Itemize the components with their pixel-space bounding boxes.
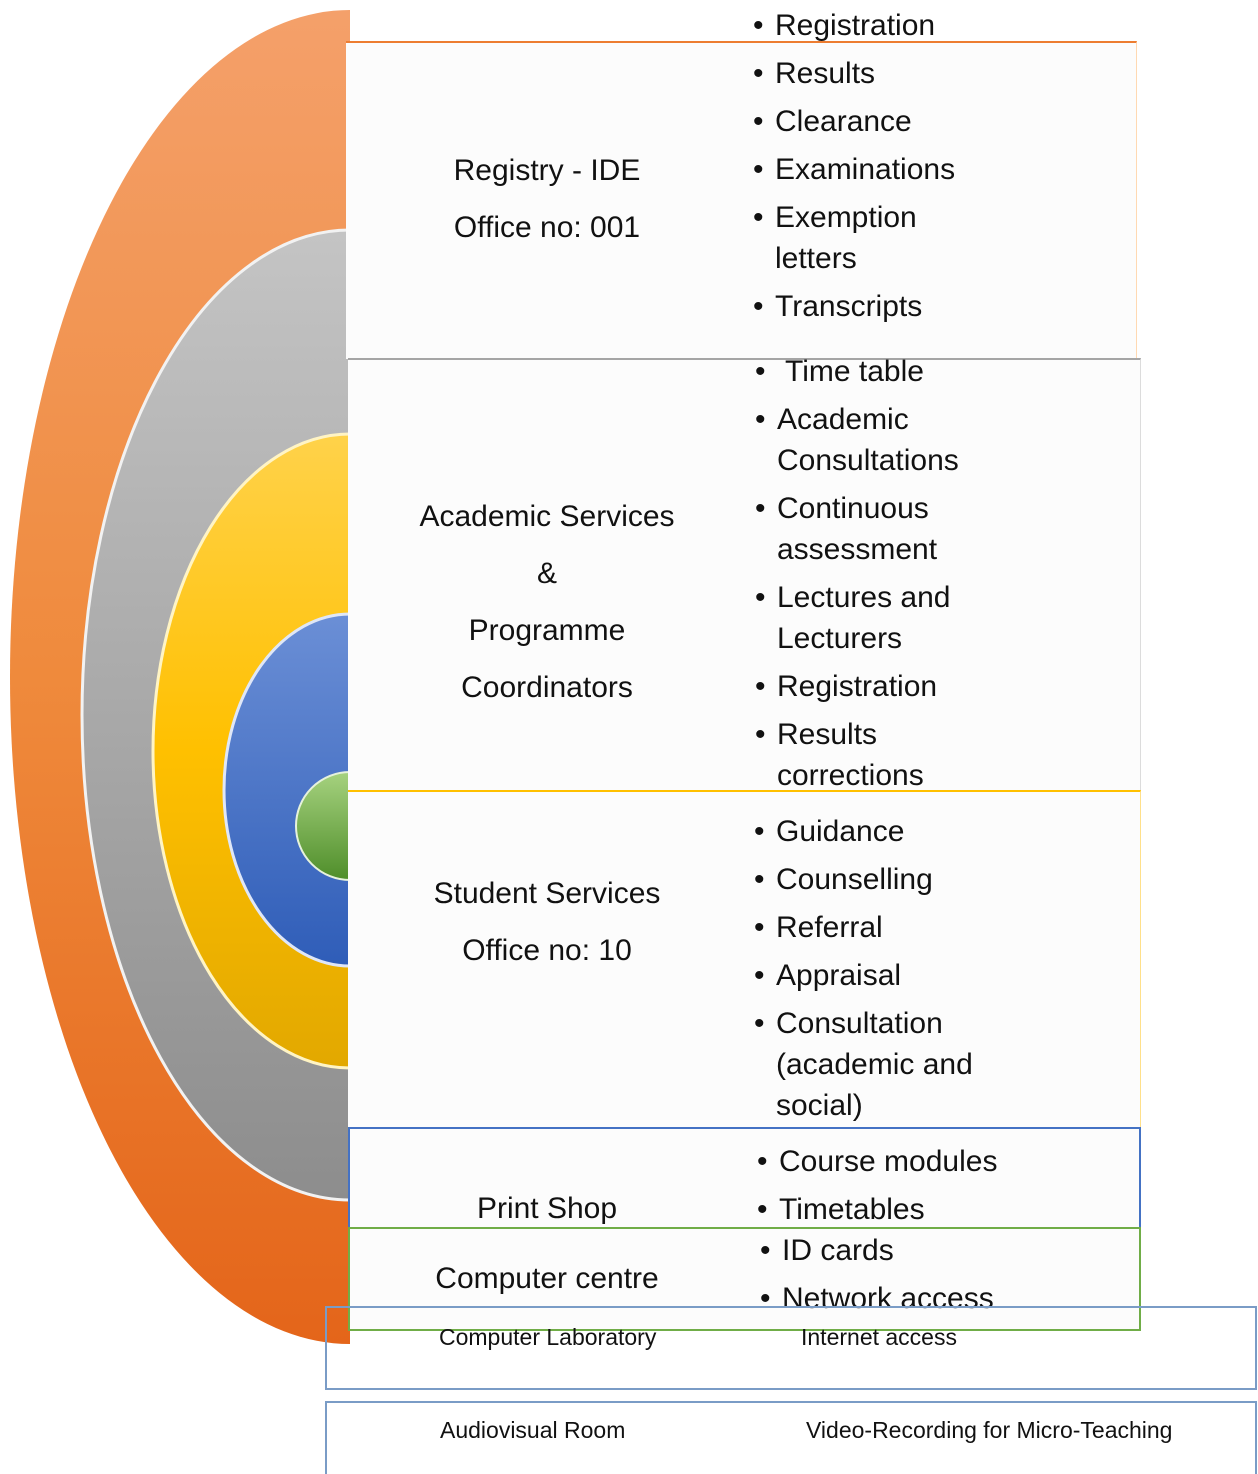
computer-centre-list: ID cards Network access: [760, 1230, 1060, 1326]
list-item: Transcripts: [753, 286, 1053, 327]
computer-centre-title: Computer centre: [347, 1250, 747, 1307]
student-services-box: [348, 790, 1141, 1128]
registry-office-line: Office no: 001: [453, 211, 641, 244]
computer-laboratory-box: [325, 1306, 1257, 1390]
print-shop-title: Print Shop: [347, 1180, 747, 1237]
list-item: Counselling: [754, 859, 1004, 900]
student-services-title: Student Services Office no: 10: [347, 865, 747, 979]
list-item: Timetables: [757, 1189, 1057, 1230]
list-item: Lectures and Lecturers: [755, 577, 1000, 659]
green-arc: [295, 770, 351, 882]
audiovisual-room-label: Audiovisual Room: [440, 1417, 626, 1443]
title-line: Print Shop: [476, 1192, 618, 1225]
list-item: Continuous assessment: [755, 488, 1000, 570]
list-item: Academic Consultations: [755, 399, 1000, 481]
list-item: Results corrections: [755, 714, 1000, 796]
list-item: Referral: [754, 907, 1004, 948]
list-item: Course modules: [757, 1141, 1057, 1182]
list-item: Registration: [753, 5, 1053, 46]
print-shop-list: Course modules Timetables: [757, 1141, 1057, 1237]
academic-services-list: Time table Academic Consultations Contin…: [755, 351, 1000, 803]
student-services-list: Guidance Counselling Referral Appraisal …: [754, 811, 1004, 1133]
title-line: Office no: 10: [462, 934, 632, 967]
title-line: Coordinators: [461, 671, 633, 704]
registry-list: Registration Results Clearance Examinati…: [753, 5, 1053, 334]
title-line: Programme: [468, 614, 626, 647]
list-item: Results: [753, 53, 1053, 94]
list-item: Clearance: [753, 101, 1053, 142]
computer-laboratory-label: Computer Laboratory: [439, 1324, 657, 1350]
list-item: Exemption letters: [753, 197, 965, 279]
list-item: Time table: [755, 351, 1000, 392]
registry-title: Registry - IDE Office no: 001: [347, 142, 747, 256]
registry-title-line: Registry - IDE: [453, 154, 641, 187]
academic-services-box: [348, 358, 1141, 790]
video-recording-label: Video-Recording for Micro-Teaching: [806, 1417, 1173, 1443]
internet-access-label: Internet access: [801, 1324, 957, 1350]
list-item: Network access: [760, 1278, 1060, 1319]
title-line: Computer centre: [435, 1262, 659, 1295]
title-line: &: [536, 557, 557, 590]
list-item: Consultation (academic and social): [754, 1003, 1004, 1126]
blue-arc: [222, 612, 352, 968]
list-item: Examinations: [753, 149, 1053, 190]
list-item: Registration: [755, 666, 1000, 707]
list-item: Guidance: [754, 811, 1004, 852]
title-line: Student Services: [433, 877, 661, 910]
academic-services-title: Academic Services & Programme Coordinato…: [347, 488, 747, 716]
list-item: ID cards: [760, 1230, 1060, 1271]
audiovisual-room-box: [325, 1401, 1257, 1474]
list-item: Appraisal: [754, 955, 1004, 996]
title-line: Academic Services: [419, 500, 675, 533]
